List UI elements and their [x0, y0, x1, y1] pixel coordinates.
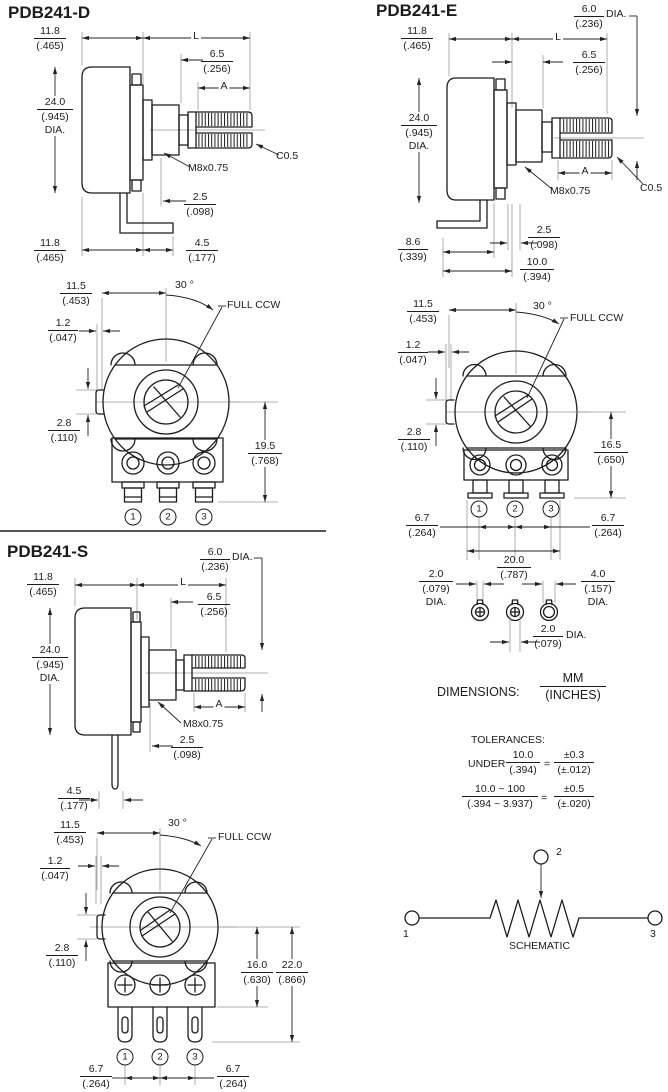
- pdb241-d-side-view-drawing: [52, 32, 280, 256]
- schematic-caption: SCHEMATIC: [509, 940, 571, 952]
- dim-s-tab-height: 2.8(.110): [46, 942, 78, 969]
- dia-label-hole: DIA.: [566, 629, 587, 641]
- dim-e-body-dia: 24.0(.945)DIA.: [399, 112, 439, 153]
- dim-e-flat-length: A: [579, 165, 591, 177]
- dim-e-terminal-pitch-right: 6.7(.264): [592, 512, 624, 539]
- dim-d-bottom-offset: 11.8(.465): [34, 237, 66, 264]
- terminal-3-badge-d: 3: [195, 508, 213, 526]
- dim-d-tab-height: 2.8(.110): [48, 417, 80, 444]
- dim-s-shaft-dia: 6.0(.236): [200, 546, 230, 574]
- dim-d-step: 2.5(.098): [184, 191, 216, 218]
- dia-label-s-shaft: DIA.: [232, 551, 253, 563]
- tolerance-row2-range: 10.0 ~ 100(.394 ~ 3.937): [462, 783, 538, 810]
- dim-d-front-offset: 11.5(.453): [60, 280, 92, 307]
- dim-s-bushing-length: 6.5(.256): [198, 591, 230, 618]
- tolerance-under-label: UNDER: [468, 758, 506, 770]
- dim-d-body-offset: 11.8(.465): [34, 25, 66, 52]
- dim-d-flat-length: A: [218, 80, 230, 92]
- dim-s-step: 2.5(.098): [171, 734, 203, 761]
- terminal-2-badge-s: 2: [151, 1048, 169, 1066]
- terminal-1-badge-d: 1: [124, 508, 142, 526]
- dim-s-body-offset: 11.8(.465): [27, 571, 59, 598]
- dim-s-tab-proj: 1.2(.047): [40, 855, 70, 883]
- tolerances-heading: TOLERANCES:: [471, 734, 545, 746]
- dim-e-body-offset: 11.8(.465): [401, 25, 433, 52]
- dim-d-leg-offset: 4.5(.177): [186, 237, 218, 264]
- dim-e-tab-proj: 1.2(.047): [398, 339, 428, 367]
- terminal-2-badge-d: 2: [159, 508, 177, 526]
- dim-s-terminal-pitch-left: 6.7(.264): [80, 1063, 112, 1090]
- tolerance-row1-range: 10.0(.394): [506, 749, 540, 776]
- pdb241-s-front-view-drawing: [77, 828, 300, 1085]
- chamfer-callout-e: C0.5: [640, 182, 663, 194]
- dim-d-bushing-length: 6.5(.256): [201, 48, 233, 75]
- dim-s-lug-tip-depth: 22.0(.866): [274, 959, 310, 987]
- dim-s-pin-offset: 4.5(.177): [58, 785, 90, 812]
- schematic-terminal-1: 1: [403, 928, 409, 940]
- dim-e-bushing-length: 6.5(.256): [573, 49, 605, 76]
- dim-s-body-dia: 24.0(.945)DIA.: [30, 644, 70, 685]
- dim-s-lug-plate-depth: 16.0(.630): [239, 959, 275, 987]
- dim-d-shaft-length: L: [191, 30, 201, 42]
- title-pdb241-s: PDB241-S: [7, 542, 89, 561]
- tolerance-row2-value: ±0.5(±.020): [554, 783, 594, 810]
- angle-callout-d: 30 °: [175, 279, 194, 291]
- dia-label-e-shaft: DIA.: [606, 8, 627, 20]
- dim-d-tab-proj: 1.2(.047): [48, 317, 78, 345]
- pdb241-d-front-view-drawing: [76, 288, 278, 503]
- dim-eyelet-hole-dia: 2.0(.079): [533, 623, 563, 651]
- full-ccw-callout-s: FULL CCW: [218, 831, 272, 843]
- title-pdb241-e: PDB241-E: [376, 1, 458, 20]
- dim-d-body-dia: 24.0(.945)DIA.: [35, 96, 75, 137]
- terminal-1-badge-s: 1: [116, 1048, 134, 1066]
- thread-callout-d: M8x0.75: [188, 162, 229, 174]
- dim-eyelet-head-dia: 4.0(.157)DIA.: [581, 568, 615, 608]
- terminal-2-badge-e: 2: [506, 500, 524, 518]
- dim-d-terminal-depth: 19.5(.768): [246, 440, 284, 468]
- dim-e-leg-span: 10.0(.394): [520, 256, 554, 283]
- dim-s-terminal-pitch-right: 6.7(.264): [217, 1063, 249, 1090]
- chamfer-callout-d: C0.5: [276, 150, 299, 162]
- thread-callout-e: M8x0.75: [550, 185, 591, 197]
- terminal-3-badge-e: 3: [542, 500, 560, 518]
- dim-e-shaft-length: L: [553, 31, 563, 43]
- angle-callout-e: 30 °: [533, 300, 552, 312]
- terminal-detail-drawing: [456, 581, 576, 652]
- dim-e-shaft-dia: 6.0(.236): [574, 3, 604, 31]
- full-ccw-callout-d: FULL CCW: [227, 299, 281, 311]
- dim-s-front-offset: 11.5(.453): [54, 819, 86, 846]
- schematic-drawing: [404, 849, 663, 938]
- dim-e-step: 2.5(.098): [528, 224, 560, 251]
- title-pdb241-d: PDB241-D: [8, 3, 91, 22]
- dim-eyelet-notch-dia: 2.0(.079)DIA.: [419, 568, 453, 608]
- angle-callout-s: 30 °: [168, 817, 187, 829]
- tolerance-row1-equals: =: [544, 758, 551, 770]
- terminal-1-badge-e: 1: [470, 500, 488, 518]
- tolerance-row2-equals: =: [541, 792, 548, 804]
- tolerance-row1-value: ±0.3(±.012): [554, 749, 594, 776]
- schematic-terminal-3: 3: [650, 928, 656, 940]
- dim-s-flat-length: A: [213, 698, 225, 710]
- terminal-3-badge-s: 3: [186, 1048, 204, 1066]
- dim-e-tab-height: 2.8(.110): [398, 426, 430, 453]
- pdb241-e-side-view-drawing: [416, 15, 644, 277]
- dim-e-leg-offset: 8.6(.339): [398, 236, 428, 264]
- thread-callout-s: M8x0.75: [183, 718, 224, 730]
- full-ccw-callout-e: FULL CCW: [570, 312, 624, 324]
- pdb241-e-front-view-drawing: [426, 303, 626, 560]
- dimensions-note-units: MM(INCHES): [540, 671, 606, 703]
- dim-e-front-offset: 11.5(.453): [407, 298, 439, 325]
- pdb241-s-side-view-drawing: [47, 557, 268, 809]
- dim-s-shaft-length: L: [178, 576, 188, 588]
- dim-e-terminal-depth: 16.5(.650): [592, 439, 630, 467]
- schematic-terminal-2: 2: [556, 846, 562, 858]
- dimensions-note-label: DIMENSIONS:: [437, 685, 520, 699]
- dim-e-terminal-pitch-left: 6.7(.264): [406, 512, 438, 539]
- dim-e-terminal-span: 20.0(.787): [497, 554, 531, 581]
